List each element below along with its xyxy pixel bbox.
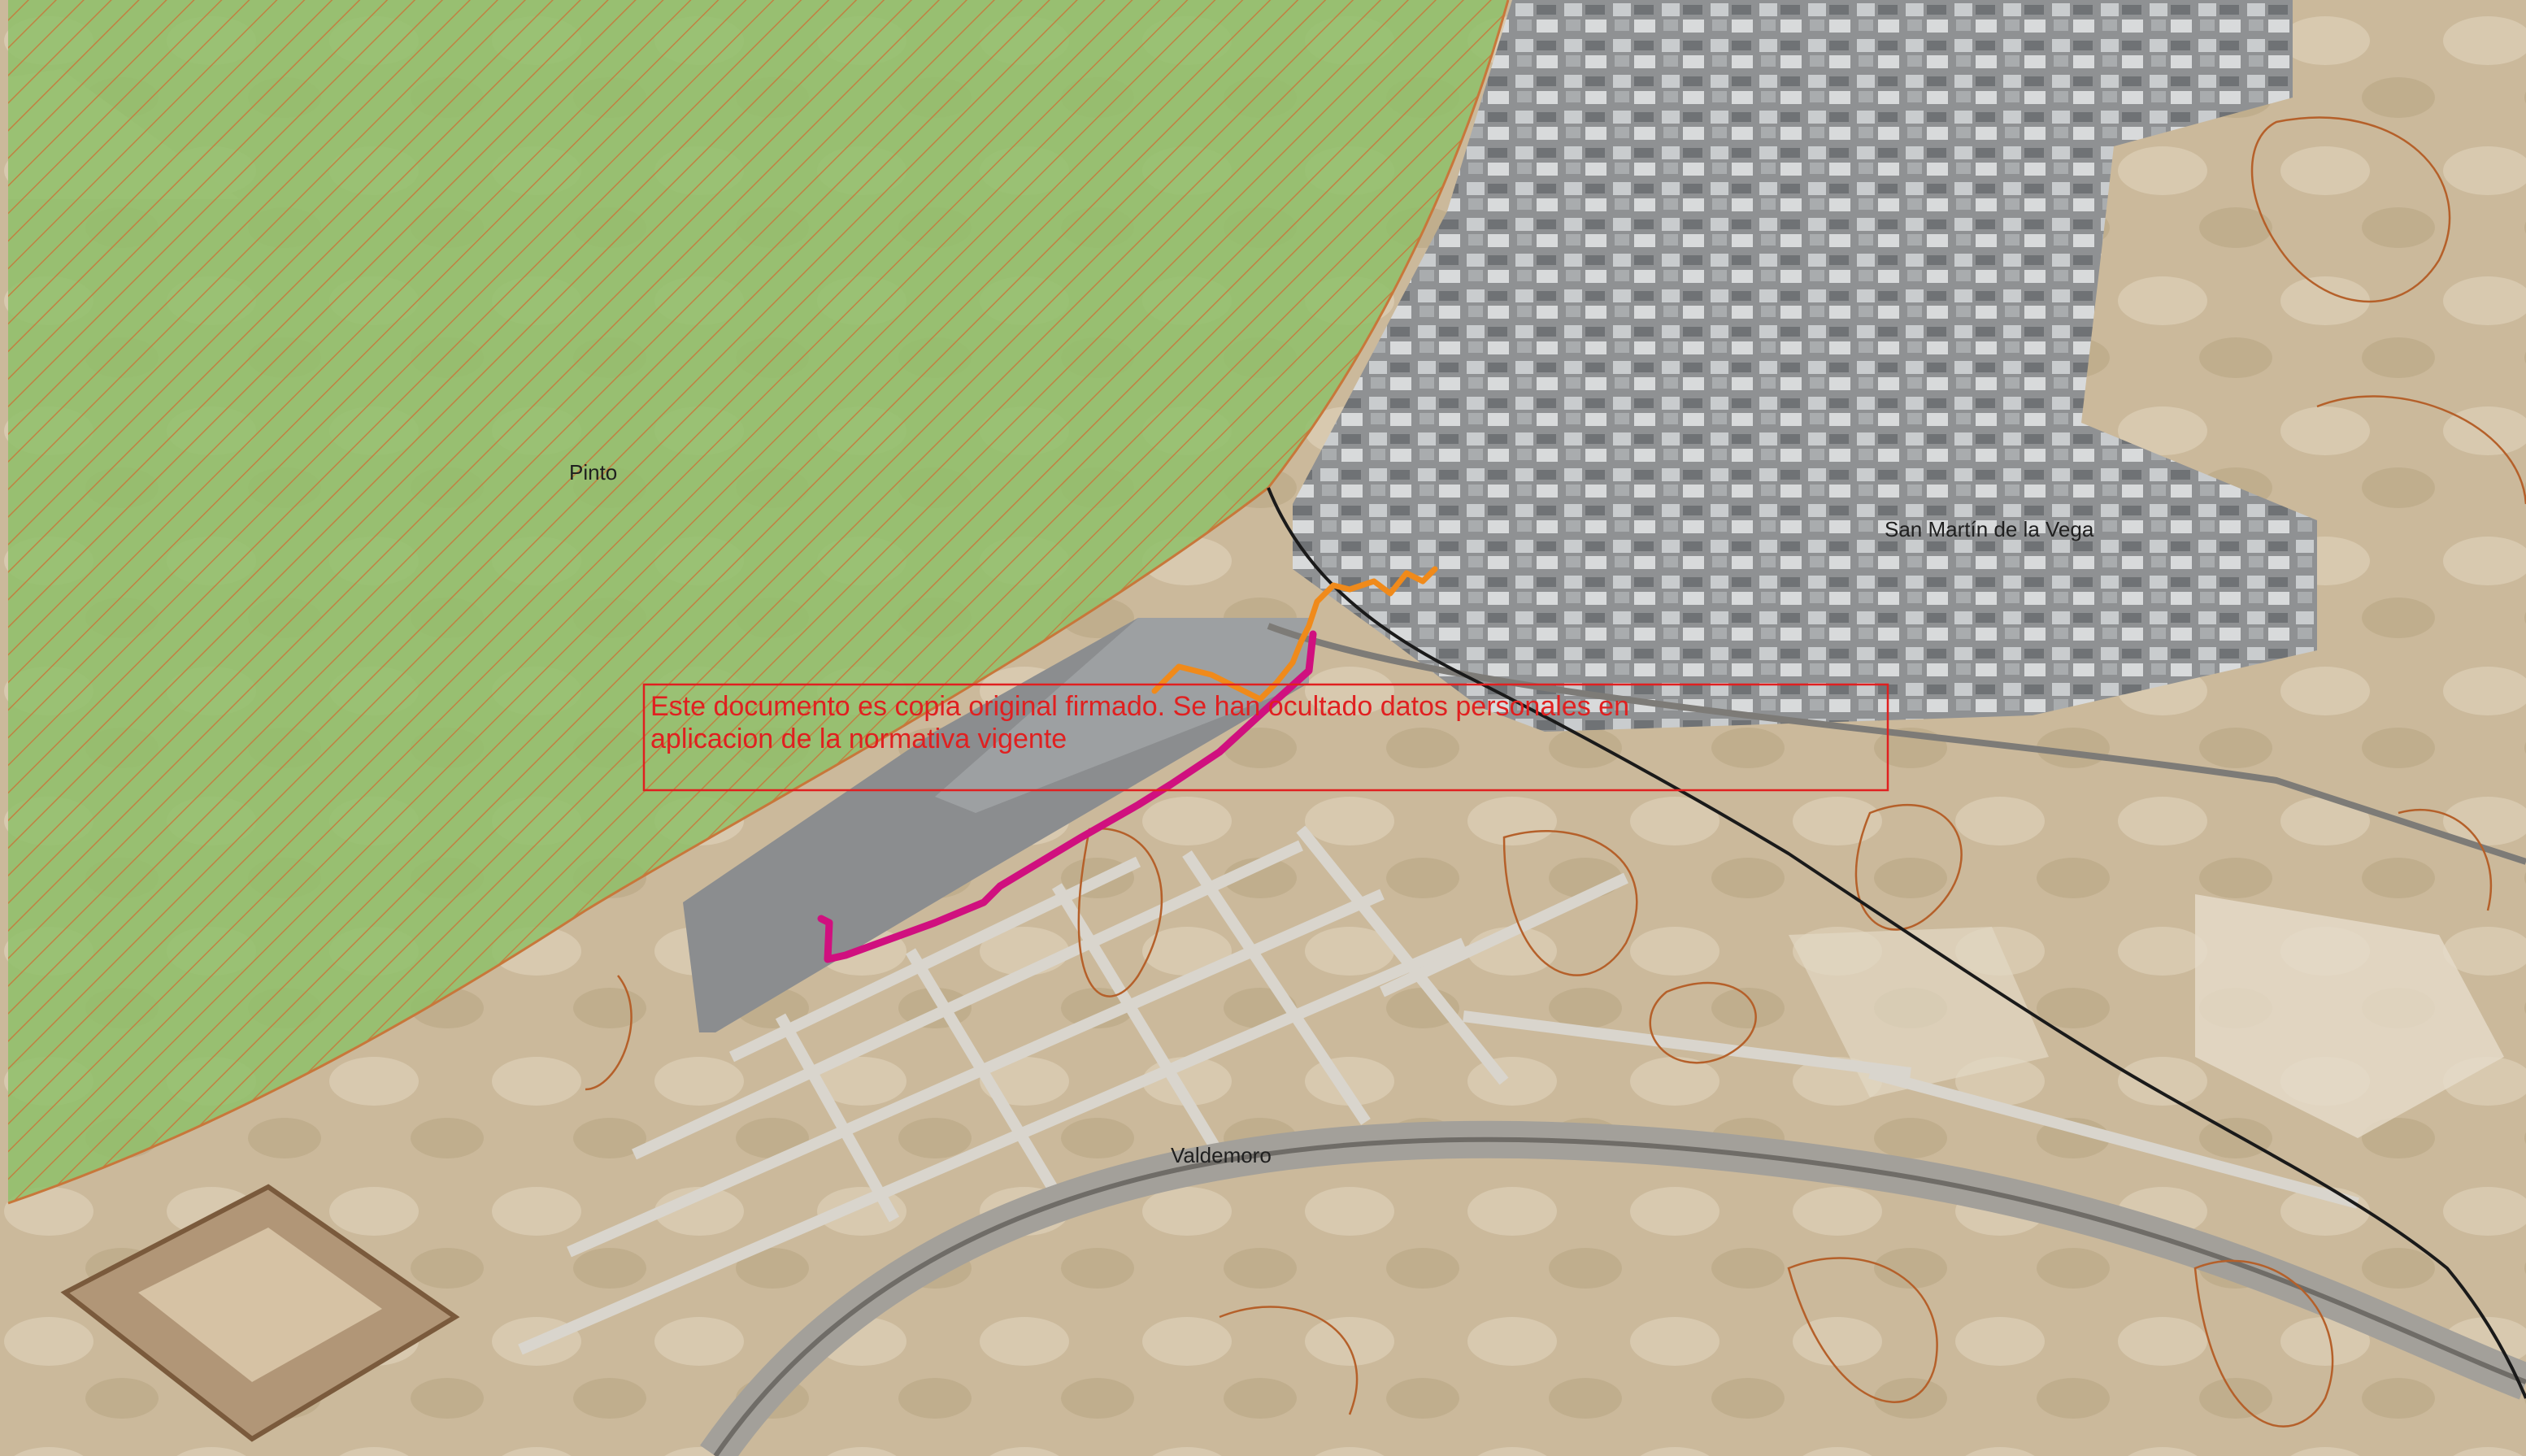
railway (1267, 623, 2526, 865)
label-san-martin-de-la-vega: San Martín de la Vega (1885, 517, 2094, 541)
hillside-light (2195, 894, 2504, 1138)
notice-line-1: Este documento es copia original firmado… (650, 691, 1629, 722)
route-orange[interactable] (1151, 566, 1438, 702)
protected-zone-border (7, 0, 1510, 1205)
hillside-light-2 (1789, 927, 2049, 1097)
valdemoro-street-grid (518, 825, 2359, 1355)
paved-lot-light (935, 618, 1309, 813)
label-pinto: Pinto (569, 460, 617, 485)
contour-lines (585, 116, 2526, 1428)
highway-median (713, 1137, 2526, 1456)
prison-courtyard (138, 1228, 382, 1382)
route-magenta[interactable] (817, 630, 1317, 963)
label-valdemoro: Valdemoro (1171, 1143, 1272, 1167)
notice-box (642, 683, 1889, 792)
industrial-area (1293, 0, 2317, 732)
protected-zone-hatch (8, 0, 1508, 1203)
notice-line-2: aplicacion de la normativa vigente (650, 724, 1067, 754)
municipal-boundary (1267, 487, 2526, 1399)
